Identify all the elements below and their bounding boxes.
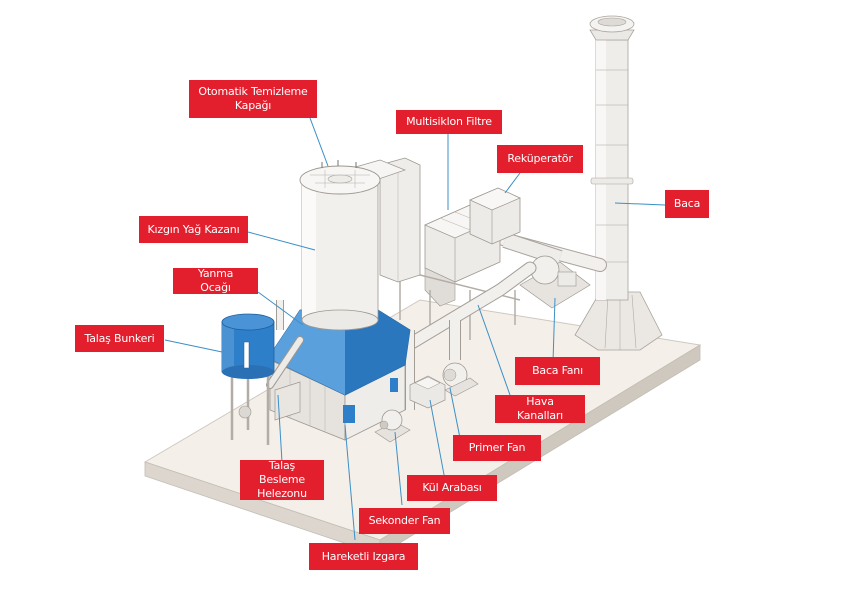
label-baca-fani: Baca Fanı xyxy=(515,357,600,385)
combustion-chamber xyxy=(267,309,411,396)
thermal-oil-boiler xyxy=(299,160,381,331)
secondary-fan xyxy=(374,409,411,443)
chimney-fan xyxy=(519,255,591,309)
chimney xyxy=(574,15,663,351)
label-rekuperator: Reküperatör xyxy=(497,145,583,173)
primary-fan xyxy=(442,362,479,397)
sawdust-bunker xyxy=(221,313,275,445)
label-talas-bunkeri: Talaş Bunkeri xyxy=(75,325,164,352)
label-yanma-ocagi: Yanma Ocağı xyxy=(173,267,258,294)
label-kizgin-yag-kazani: Kızgın Yağ Kazanı xyxy=(139,216,248,243)
feed-screw xyxy=(266,336,304,421)
label-baca: Baca xyxy=(665,190,709,218)
label-hareketli-izgara: Hareketli Izgara xyxy=(309,543,418,570)
label-kul-arabasi: Kül Arabası xyxy=(407,475,497,501)
label-talas-besleme-helezonu: Talaş Besleme Helezonu xyxy=(240,459,324,500)
label-primer-fan: Primer Fan xyxy=(453,435,541,461)
label-otomatik-temizleme-kapagi: Otomatik Temizleme Kapağı xyxy=(189,80,317,118)
label-hava-kanallari: Hava Kanalları xyxy=(495,395,585,423)
label-multisiklon-filtre: Multisiklon Filtre xyxy=(396,110,502,134)
ash-cart xyxy=(409,375,446,409)
leader-lines xyxy=(164,117,666,541)
label-sekonder-fan: Sekonder Fan xyxy=(359,508,450,534)
recuperator xyxy=(469,187,521,245)
